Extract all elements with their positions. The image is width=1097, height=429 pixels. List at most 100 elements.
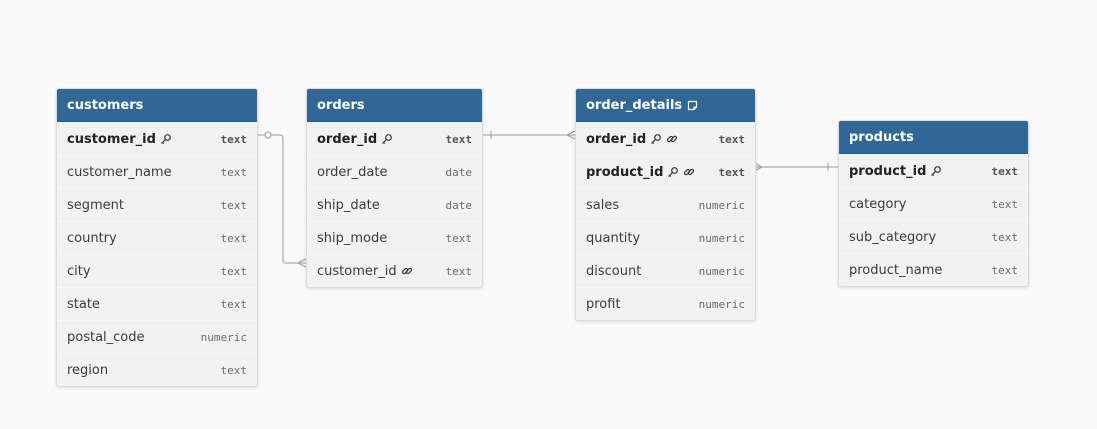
column-type: text	[991, 230, 1019, 244]
column-name: product_name	[849, 263, 992, 278]
cardinality-many-marker	[297, 258, 307, 268]
column-row[interactable]: customer_id text	[307, 254, 482, 287]
column-type: date	[445, 198, 473, 212]
link-icon	[666, 133, 678, 145]
column-name-text: product_id	[849, 163, 927, 179]
column-name: profit	[586, 297, 699, 312]
column-type: numeric	[698, 297, 745, 311]
link-icon	[683, 166, 695, 178]
column-type: text	[718, 165, 746, 179]
column-type: text	[220, 198, 248, 212]
table-header[interactable]: customers	[57, 89, 257, 122]
column-name: discount	[586, 264, 699, 279]
column-name: quantity	[586, 231, 699, 246]
column-type: text	[445, 231, 473, 245]
column-name-text: category	[849, 196, 907, 212]
column-type: numeric	[698, 264, 745, 278]
key-icon	[381, 133, 393, 145]
column-name-text: ship_date	[317, 197, 380, 213]
column-type: text	[220, 363, 248, 377]
column-row[interactable]: discount numeric	[576, 254, 755, 287]
column-row[interactable]: product_name text	[839, 253, 1028, 286]
column-type: text	[991, 164, 1019, 178]
note-icon[interactable]	[687, 100, 698, 111]
column-name-text: order_date	[317, 164, 388, 180]
column-row[interactable]: product_id text	[839, 154, 1028, 187]
column-name-text: customer_id	[317, 263, 397, 279]
link-icon	[401, 265, 413, 277]
column-type: text	[220, 165, 248, 179]
column-name: sub_category	[849, 230, 992, 245]
column-name: segment	[67, 198, 221, 213]
column-name-text: postal_code	[67, 329, 145, 345]
column-name: order_id	[586, 132, 719, 147]
column-name-text: customer_name	[67, 164, 172, 180]
column-row[interactable]: profit numeric	[576, 287, 755, 320]
column-row[interactable]: segment text	[57, 188, 257, 221]
column-name: sales	[586, 198, 699, 213]
column-type: numeric	[698, 231, 745, 245]
relationship-line	[256, 134, 306, 264]
column-name: customer_id	[67, 132, 221, 147]
table-title: order_details	[586, 97, 683, 113]
column-name-text: order_id	[586, 131, 647, 147]
column-name-text: product_name	[849, 262, 943, 278]
table-title: orders	[317, 97, 365, 113]
column-type: text	[991, 263, 1019, 277]
column-type: text	[220, 264, 248, 278]
cardinality-many-marker	[566, 130, 576, 140]
column-name-text: sales	[586, 197, 620, 213]
column-name: category	[849, 197, 992, 212]
column-name: order_date	[317, 165, 446, 180]
key-icon	[667, 166, 679, 178]
table-title: products	[849, 129, 914, 145]
column-row[interactable]: postal_code numeric	[57, 320, 257, 353]
column-type: text	[445, 264, 473, 278]
key-icon	[930, 165, 942, 177]
column-name: region	[67, 363, 221, 378]
column-name-text: segment	[67, 197, 125, 213]
column-type: text	[445, 132, 473, 146]
column-row[interactable]: ship_mode text	[307, 221, 482, 254]
column-row[interactable]: customer_name text	[57, 155, 257, 188]
table-header[interactable]: order_details	[576, 89, 755, 122]
column-name-text: state	[67, 296, 100, 312]
column-type: numeric	[200, 330, 247, 344]
column-name-text: ship_mode	[317, 230, 388, 246]
cardinality-zero-marker	[264, 131, 272, 139]
column-name-text: profit	[586, 296, 621, 312]
column-name-text: discount	[586, 263, 642, 279]
table-header[interactable]: products	[839, 121, 1028, 154]
column-name: product_id	[586, 165, 719, 180]
table-title: customers	[67, 97, 144, 113]
column-name: ship_mode	[317, 231, 446, 246]
column-name: country	[67, 231, 221, 246]
column-name-text: country	[67, 230, 117, 246]
column-name: ship_date	[317, 198, 446, 213]
column-row[interactable]: ship_date date	[307, 188, 482, 221]
column-name: customer_name	[67, 165, 221, 180]
column-name: product_id	[849, 164, 992, 179]
key-icon	[160, 133, 172, 145]
column-name: order_id	[317, 132, 446, 147]
table-header[interactable]: orders	[307, 89, 482, 122]
